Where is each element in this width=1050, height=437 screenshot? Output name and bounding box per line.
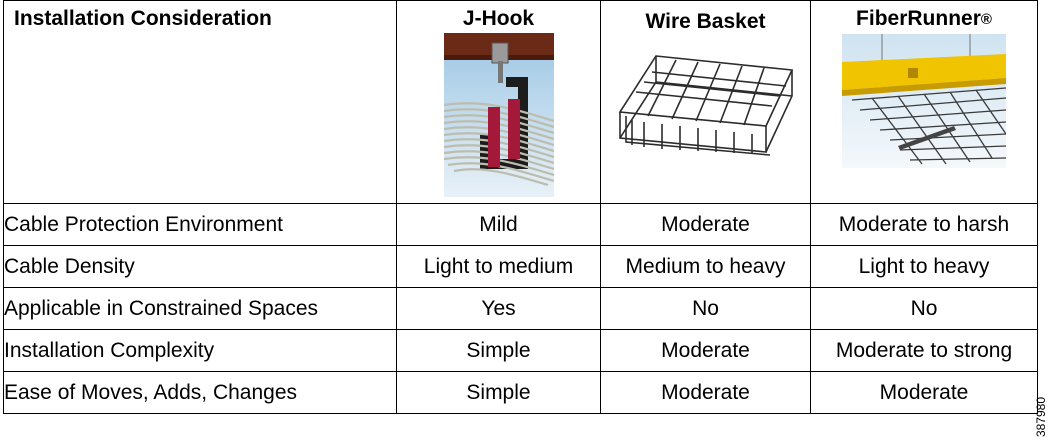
table-row: Cable Protection Environment Mild Modera… <box>3 203 1038 246</box>
table-row: Applicable in Constrained Spaces Yes No … <box>3 287 1038 330</box>
row-label: Applicable in Constrained Spaces <box>3 287 397 330</box>
table-row: Installation Complexity Simple Moderate … <box>3 329 1038 372</box>
row-label: Cable Density <box>3 245 397 288</box>
header-wire-basket: Wire Basket <box>600 0 811 204</box>
cell-wire-basket: Moderate <box>600 203 811 246</box>
cell-wire-basket: Moderate <box>600 329 811 372</box>
header-consideration: Installation Consideration <box>3 0 397 204</box>
header-consideration-label: Installation Consideration <box>14 7 272 30</box>
table-row: Ease of Moves, Adds, Changes Simple Mode… <box>3 371 1038 414</box>
row-label: Ease of Moves, Adds, Changes <box>3 371 397 414</box>
row-label: Installation Complexity <box>3 329 397 372</box>
cell-j-hook: Simple <box>396 329 601 372</box>
header-j-hook: J-Hook <box>396 0 601 204</box>
cell-j-hook: Yes <box>396 287 601 330</box>
j-hook-image <box>443 33 554 197</box>
header-fiberrunner-label: FiberRunner® <box>856 7 992 30</box>
cell-fiberrunner: Moderate to strong <box>810 329 1038 372</box>
fiberrunner-image <box>842 34 1006 168</box>
cell-wire-basket: Moderate <box>600 371 811 414</box>
cell-j-hook: Simple <box>396 371 601 414</box>
cell-j-hook: Mild <box>396 203 601 246</box>
cell-wire-basket: Medium to heavy <box>600 245 811 288</box>
cell-fiberrunner: Light to heavy <box>810 245 1038 288</box>
header-row: Installation Consideration J-Hook <box>3 0 1038 204</box>
header-fiberrunner: FiberRunner® <box>810 0 1038 204</box>
cell-fiberrunner: No <box>810 287 1038 330</box>
comparison-table: Installation Consideration J-Hook <box>3 0 1038 414</box>
header-wire-basket-label: Wire Basket <box>645 10 766 33</box>
cell-j-hook: Light to medium <box>396 245 601 288</box>
wire-basket-image <box>618 55 793 156</box>
cell-wire-basket: No <box>600 287 811 330</box>
table-row: Cable Density Light to medium Medium to … <box>3 245 1038 288</box>
header-j-hook-label: J-Hook <box>462 7 535 30</box>
figure-id: 387980 <box>1034 397 1048 437</box>
row-label: Cable Protection Environment <box>3 203 397 246</box>
cell-fiberrunner: Moderate <box>810 371 1038 414</box>
cell-fiberrunner: Moderate to harsh <box>810 203 1038 246</box>
